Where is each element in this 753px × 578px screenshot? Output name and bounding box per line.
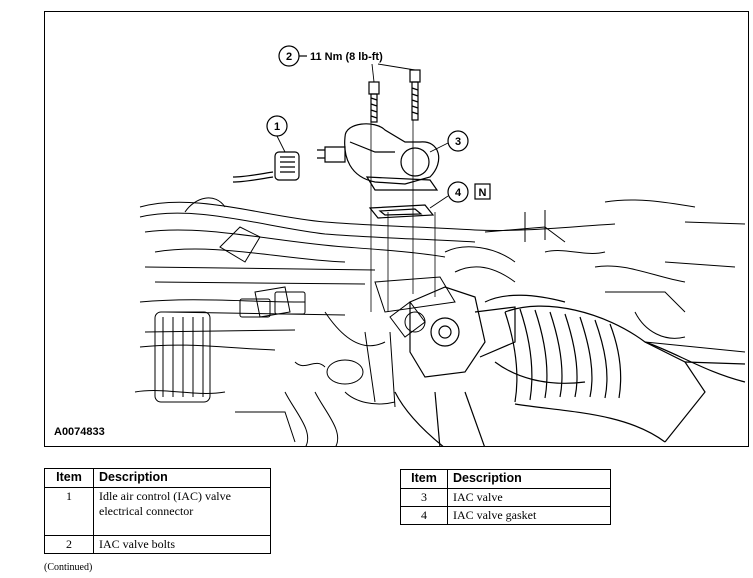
callout-2: 2 11 Nm (8 lb-ft) bbox=[278, 45, 416, 83]
legend-item-number: 2 bbox=[44, 535, 94, 554]
callout-3-number: 3 bbox=[455, 136, 461, 148]
new-part-symbol: N bbox=[479, 187, 487, 199]
legend-item-description: IAC valve gasket bbox=[447, 506, 611, 525]
assembly-guide-lines bbox=[370, 120, 436, 312]
torque-spec: 11 Nm (8 lb-ft) bbox=[310, 51, 383, 63]
callout-3: 3 bbox=[429, 130, 469, 153]
callout-1-number: 1 bbox=[274, 121, 280, 133]
legend-row: 1 Idle air control (IAC) valve electrica… bbox=[44, 487, 271, 536]
legend-item-description: IAC valve bbox=[447, 488, 611, 507]
legend-row: 3 IAC valve bbox=[400, 488, 611, 507]
legend-item-number: 3 bbox=[400, 488, 448, 507]
description-column-header: Description bbox=[447, 469, 611, 489]
continued-note: (Continued) bbox=[44, 562, 93, 573]
item-column-header: Item bbox=[44, 468, 94, 488]
callout-2-number: 2 bbox=[286, 51, 292, 63]
iac-valve-drawing bbox=[317, 123, 440, 191]
callout-4-number: 4 bbox=[455, 187, 462, 199]
callout-1: 1 bbox=[266, 115, 288, 153]
iac-connector-drawing bbox=[232, 151, 300, 183]
illustration-frame: 2 11 Nm (8 lb-ft) 1 3 4 N A0074833 bbox=[44, 11, 749, 447]
item-column-header: Item bbox=[400, 469, 448, 489]
intake-manifold-drawing bbox=[134, 197, 746, 446]
legend-header-row: Item Description bbox=[400, 469, 611, 489]
callout-4: 4 N bbox=[429, 181, 491, 209]
figure-id-label: A0074833 bbox=[54, 426, 105, 438]
description-column-header: Description bbox=[93, 468, 271, 488]
legend-table-left: Item Description 1 Idle air control (IAC… bbox=[44, 468, 271, 554]
legend-table-right: Item Description 3 IAC valve 4 IAC valve… bbox=[400, 469, 611, 525]
legend-row: 2 IAC valve bolts bbox=[44, 535, 271, 554]
legend-item-number: 1 bbox=[44, 487, 94, 536]
legend-row: 4 IAC valve gasket bbox=[400, 506, 611, 525]
legend-item-number: 4 bbox=[400, 506, 448, 525]
iac-valve-bolts-drawing bbox=[368, 69, 421, 123]
legend-item-description: IAC valve bolts bbox=[93, 535, 271, 554]
engine-illustration: 2 11 Nm (8 lb-ft) 1 3 4 N bbox=[134, 45, 746, 446]
legend-header-row: Item Description bbox=[44, 468, 271, 488]
throttle-body-drawing bbox=[394, 286, 746, 446]
legend-item-description: Idle air control (IAC) valve electrical … bbox=[93, 487, 271, 536]
iac-valve-gasket-drawing bbox=[368, 204, 435, 219]
